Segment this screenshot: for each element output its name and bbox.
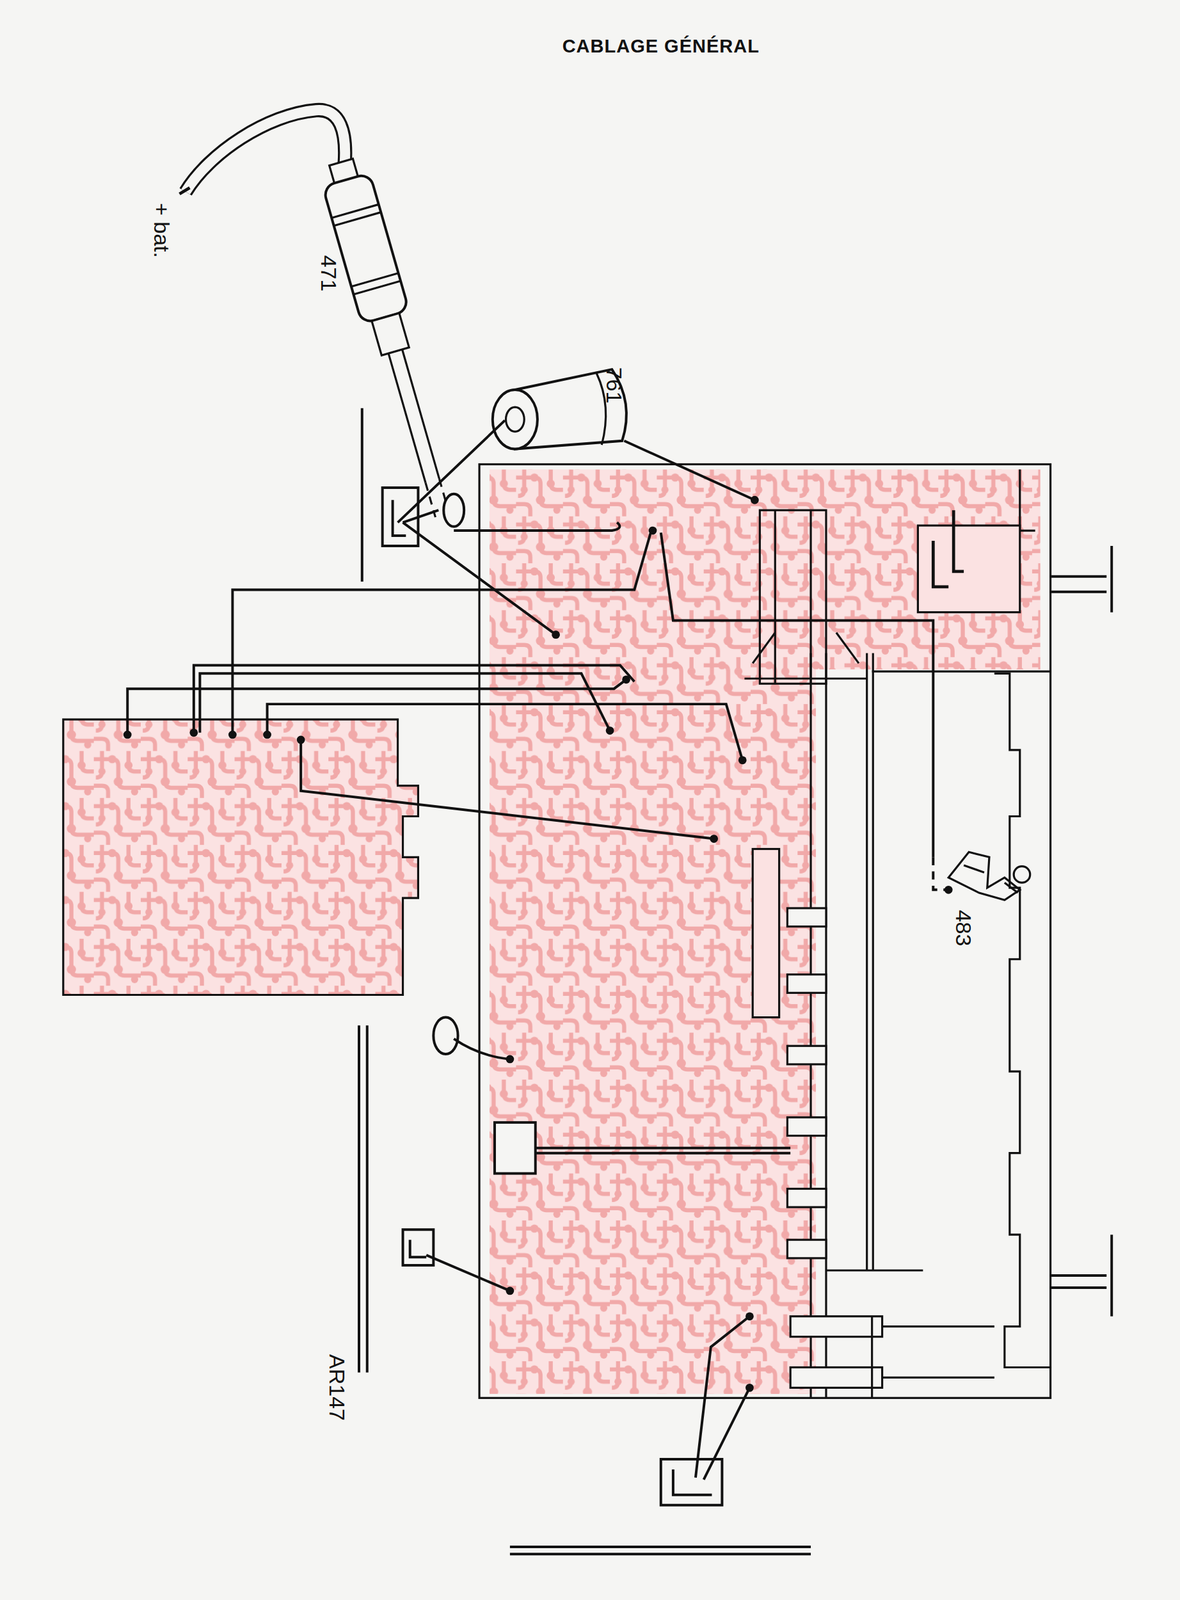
secondary-board — [63, 719, 419, 995]
callout-number: 483 — [950, 909, 976, 947]
switch-part — [948, 851, 1031, 900]
connectors — [382, 487, 723, 1506]
callout-number: 761 — [601, 367, 627, 404]
chassis-lines — [358, 408, 1112, 1554]
wiring — [127, 420, 949, 1480]
callout-number: + bat. — [148, 202, 174, 258]
battery-cable — [179, 110, 346, 194]
page-title: CABLAGE GÉNÉRAL — [562, 35, 760, 57]
fuse-holder — [317, 155, 466, 523]
connection-points — [123, 495, 953, 1392]
main-board — [479, 463, 1051, 1398]
callout-number: AR147 — [323, 1354, 349, 1421]
callout-number: 471 — [316, 255, 342, 292]
